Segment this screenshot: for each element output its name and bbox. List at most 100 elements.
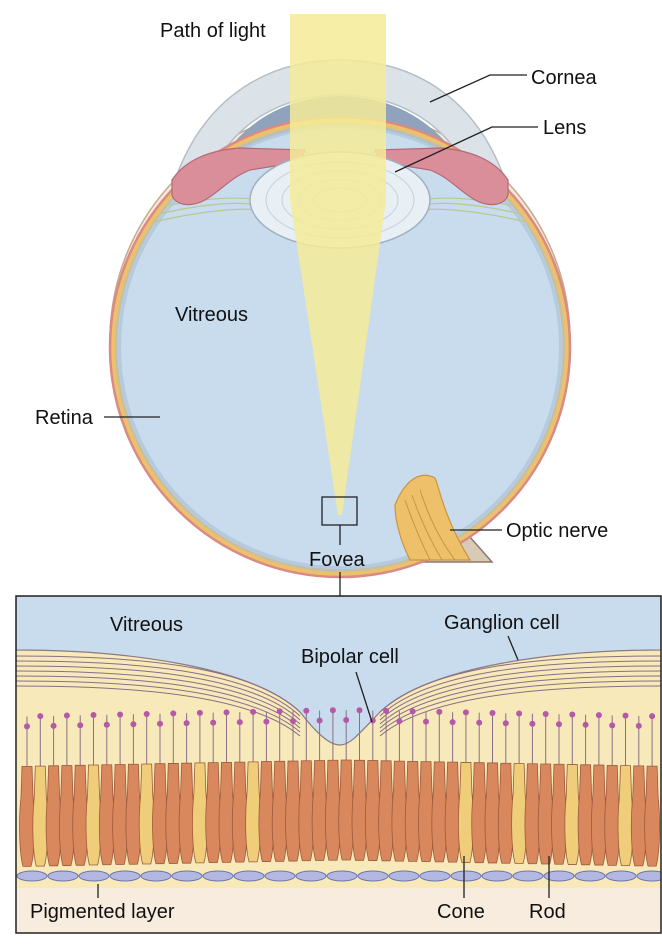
cone-cell — [178, 762, 195, 864]
detail-vitreous-label: Vitreous — [110, 614, 183, 636]
fovea-detail — [16, 596, 661, 933]
bipolar-nucleus — [77, 722, 84, 729]
bipolar-nucleus — [183, 720, 190, 727]
cone-cell — [418, 761, 434, 863]
bipolar-nucleus — [316, 717, 323, 724]
detail-leader-lines — [97, 635, 550, 898]
bipolar-nucleus — [622, 712, 629, 719]
pigment-cell — [47, 870, 79, 882]
cone-cell — [218, 761, 235, 863]
cone-cell — [497, 762, 514, 864]
bipolar-nucleus — [383, 707, 390, 714]
pigment-cell — [295, 870, 327, 882]
cone-cell — [19, 765, 35, 867]
bipolar-nucleus — [290, 718, 296, 725]
bipolar-nucleus — [37, 713, 44, 720]
cone-cell — [644, 765, 660, 867]
rod-cell — [85, 764, 102, 866]
cone-cell — [258, 761, 275, 862]
bipolar-nucleus — [649, 713, 656, 720]
detail-frame — [15, 595, 662, 934]
pigment-cell — [419, 870, 451, 882]
bipolar-nucleus — [436, 708, 443, 715]
bipolar-nucleus — [263, 718, 270, 725]
bipolar-nucleus — [462, 709, 469, 716]
eyeball — [108, 14, 572, 579]
rod-cell — [245, 761, 261, 863]
pigment-cell — [636, 870, 661, 882]
pigment-cell — [233, 870, 265, 882]
cone-cell — [431, 761, 448, 863]
bipolar-nucleus — [556, 721, 562, 728]
nerve-fiber — [16, 665, 661, 721]
pigment-cell — [202, 870, 234, 882]
cone-label: Cone — [437, 901, 485, 923]
detail-vitreous — [16, 596, 661, 746]
bipolar-nucleus — [24, 723, 30, 730]
lens-label: Lens — [543, 117, 586, 139]
cone-cell — [165, 763, 182, 864]
bipolar-nucleus — [409, 708, 416, 715]
nerve-fiber — [16, 685, 661, 737]
pigment-cell — [326, 870, 358, 882]
bipolar-nucleus — [90, 712, 97, 719]
pigment-cell — [512, 870, 544, 882]
cone-cell — [591, 764, 607, 866]
pigment-cell — [140, 870, 172, 882]
cone-cell — [125, 763, 142, 865]
optic-nerve-label: Optic nerve — [506, 520, 608, 542]
cone-cell — [152, 763, 168, 865]
cone-cell — [311, 760, 328, 861]
cone-cell — [59, 765, 75, 866]
photoreceptor-layer — [19, 707, 660, 867]
pigment-cell — [357, 870, 389, 882]
rod-cell — [192, 762, 208, 864]
optic-nerve — [394, 474, 472, 561]
bipolar-nucleus — [529, 720, 536, 727]
cone-cell — [338, 759, 355, 861]
rod-cell — [458, 762, 474, 863]
cone-cell — [72, 764, 89, 866]
cone-cell — [604, 764, 621, 866]
cone-cell — [325, 759, 341, 861]
bipolar-nucleus — [595, 712, 602, 719]
nerve-fiber — [16, 655, 661, 713]
pigment-cell — [450, 870, 482, 882]
bipolar-cell-label: Bipolar cell — [301, 646, 399, 668]
cone-cell — [444, 761, 461, 863]
pigment-cell — [543, 870, 575, 882]
cone-cell — [404, 760, 421, 862]
bipolar-nucleus — [196, 709, 203, 716]
bipolar-nucleus — [502, 720, 509, 727]
bipolar-nucleus — [103, 721, 110, 728]
pigment-cell — [481, 870, 513, 882]
rod-cell — [32, 765, 49, 867]
cone-cell — [630, 765, 647, 867]
rod-cell — [511, 763, 527, 864]
pigment-cell — [264, 870, 296, 882]
bipolar-nucleus — [356, 707, 363, 714]
cone-cell — [45, 765, 62, 867]
iris-left — [171, 147, 306, 206]
pigment-cell — [605, 870, 637, 882]
cone-cell — [537, 763, 554, 865]
vitreous-label: Vitreous — [175, 304, 248, 326]
bipolar-nucleus — [476, 719, 483, 726]
cone-cell — [577, 764, 594, 866]
cone-cell — [205, 762, 222, 864]
light-beam — [290, 14, 386, 515]
path-of-light-label: Path of light — [160, 20, 266, 42]
cornea-label: Cornea — [531, 67, 597, 89]
choroid-strip — [16, 888, 661, 933]
cone-cell — [524, 763, 541, 865]
bipolar-nucleus — [569, 711, 576, 718]
rod-cell — [617, 765, 634, 867]
eye-leader-lines — [104, 74, 538, 596]
rod-label: Rod — [529, 901, 566, 923]
pigmented-layer — [16, 870, 661, 882]
iris-right — [374, 147, 509, 206]
cone-cell — [298, 760, 315, 862]
bipolar-nucleus — [50, 722, 57, 729]
ganglion-cell-label: Ganglion cell — [444, 612, 560, 634]
